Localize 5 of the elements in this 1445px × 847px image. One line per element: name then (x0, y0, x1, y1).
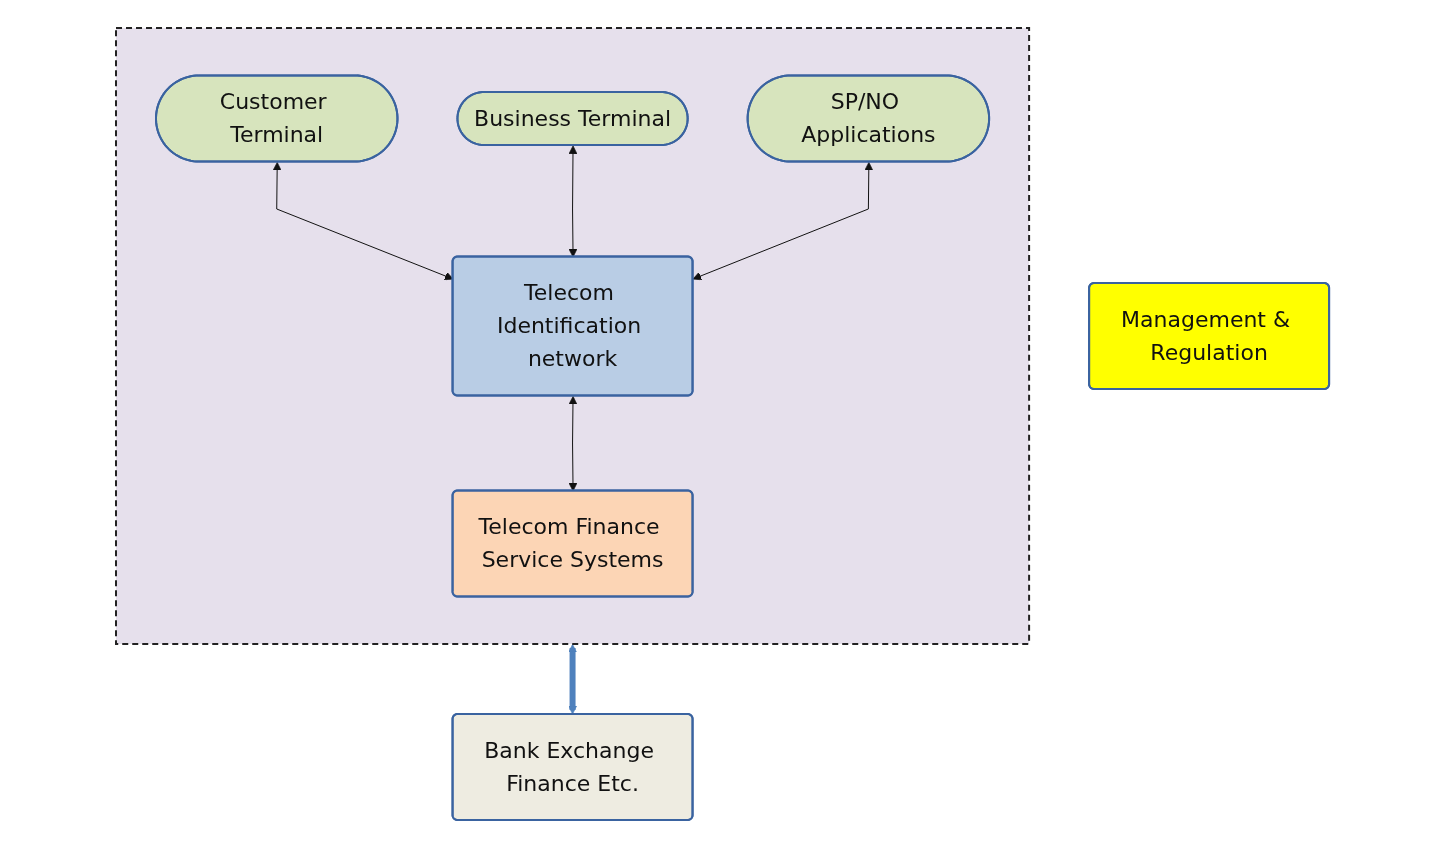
arrow (568, 145, 578, 257)
arrow (692, 161, 874, 280)
arrow (568, 395, 578, 491)
cluster (114, 26, 1031, 645)
arrow (568, 643, 577, 714)
